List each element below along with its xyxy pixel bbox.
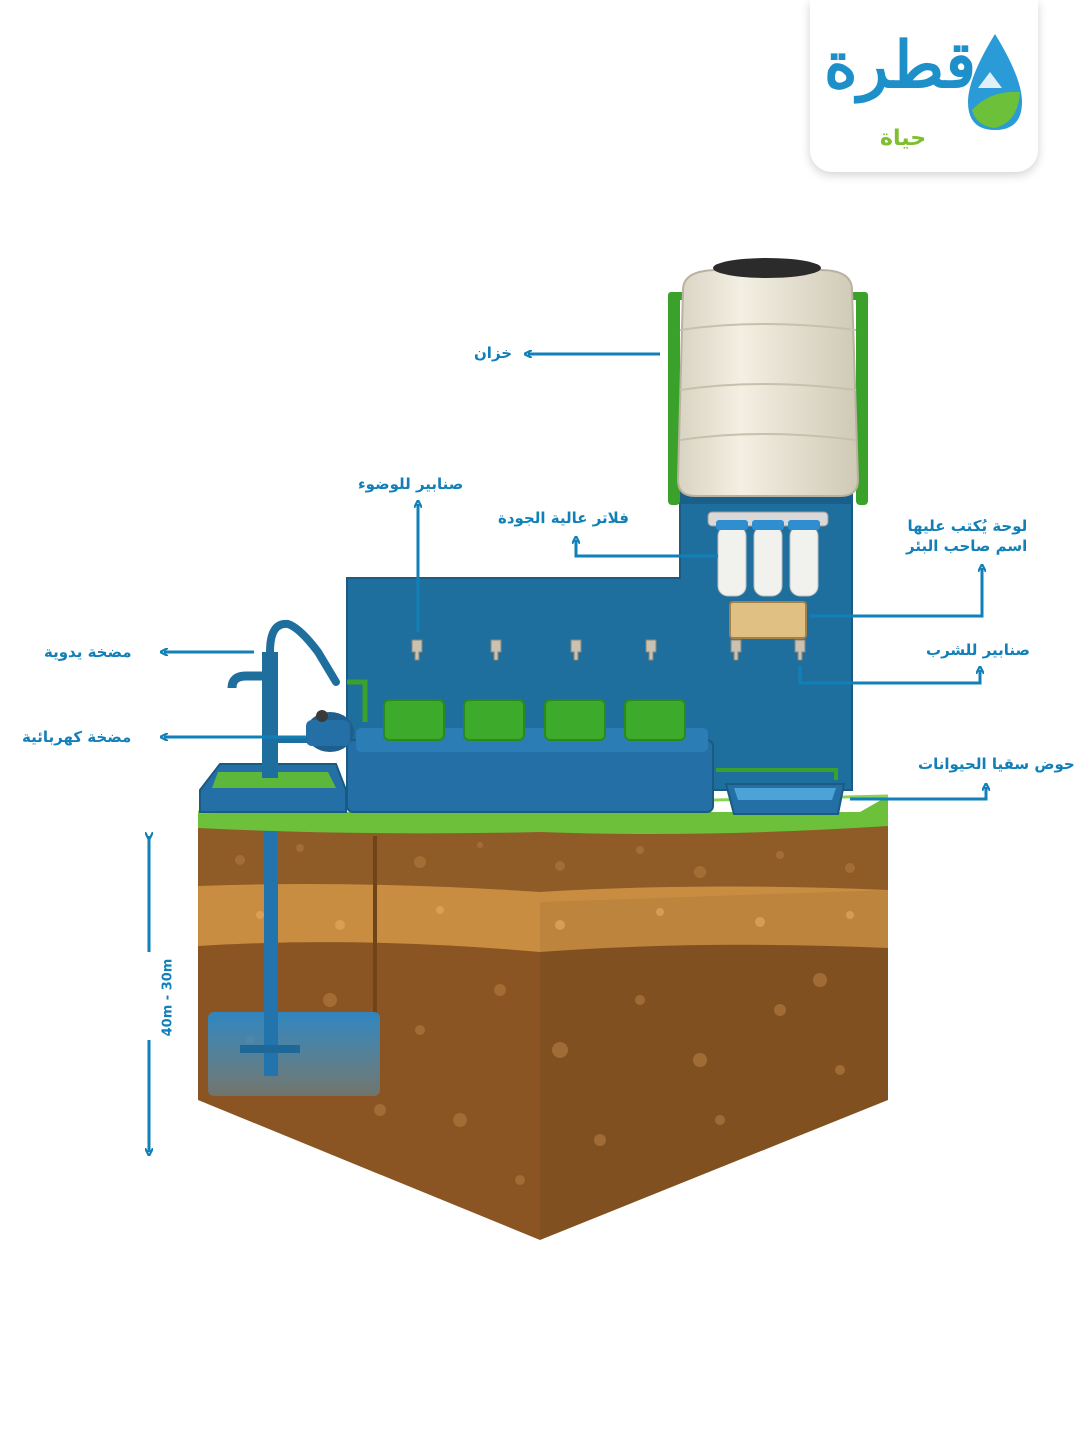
ablution-seat: [383, 699, 445, 741]
ablution-seat: [544, 699, 606, 741]
grass-top: [198, 796, 888, 834]
groundwater: [208, 1012, 380, 1096]
ablution-seat: [463, 699, 525, 741]
water-filters: [707, 511, 829, 597]
animal-trough-leader: [850, 787, 986, 801]
label-name-plate: لوحة يُكتب عليها اسم صاحب البئر: [906, 516, 1027, 557]
logo-title: قطرة: [824, 28, 976, 103]
label-ablution-taps: صنابير للوضوء: [358, 475, 464, 493]
ablution-tap: [570, 639, 582, 661]
ablution-tap: [411, 639, 423, 661]
label-drinking-taps: صنابير للشرب: [926, 641, 1030, 659]
soil-top-layer: [198, 826, 888, 902]
drinking-tap: [730, 639, 742, 661]
label-hand-pump: مضخة يدوية: [44, 643, 132, 661]
drinking-tap: [794, 639, 806, 661]
water-tank: [668, 258, 868, 505]
electric-pump: [278, 710, 354, 752]
label-name-plate-line2: اسم صاحب البئر: [906, 537, 1028, 556]
name-plate-leader: [810, 568, 982, 618]
label-name-plate-line1: لوحة يُكتب عليها: [907, 517, 1028, 535]
well-pipe: [264, 826, 278, 1076]
ablution-tap: [490, 639, 502, 661]
logo-subtitle: حياة: [880, 126, 927, 151]
label-tank: خزان: [474, 344, 513, 362]
filters-leader: [576, 540, 718, 558]
drinking-taps-leader: [798, 666, 980, 685]
ablution-seat: [624, 699, 686, 741]
structure: [346, 490, 853, 813]
label-electric-pump: مضخة كهربائية: [22, 728, 132, 746]
filter-cartridge: [717, 525, 747, 597]
label-filters: فلاتر عالية الجودة: [498, 509, 629, 527]
ablution-tap: [645, 639, 657, 661]
label-animal-trough: حوض سقيا الحيوانات: [918, 755, 1075, 773]
name-plate: [729, 601, 807, 639]
soil-sand-layer: [198, 884, 888, 958]
filter-cartridge: [753, 525, 783, 597]
label-depth: 40m - 30m: [160, 958, 176, 1037]
hand-pump-assembly: [199, 619, 354, 813]
well-shaft: [208, 826, 380, 1096]
tank-lid: [713, 258, 821, 278]
logo-card: قطرة حياة: [810, 0, 1038, 172]
filter-cartridge: [789, 525, 819, 597]
water-drop-logo-icon: [968, 34, 1022, 130]
